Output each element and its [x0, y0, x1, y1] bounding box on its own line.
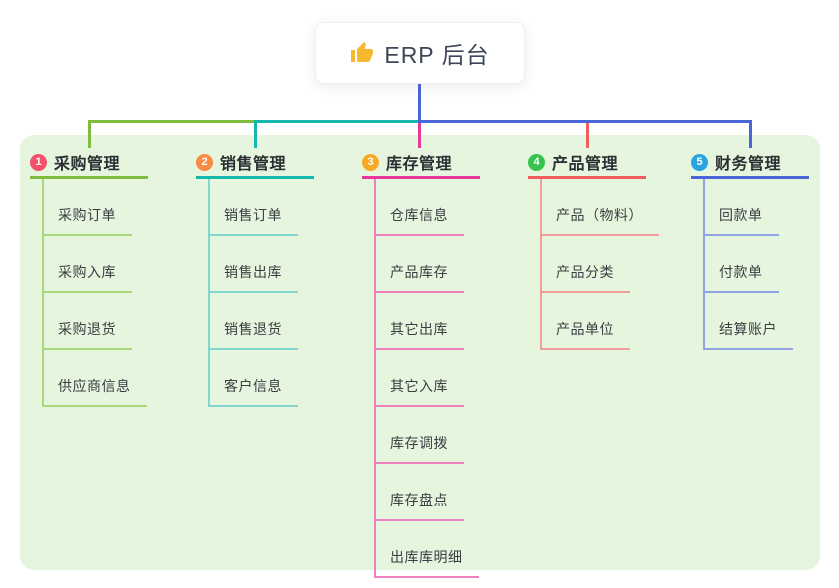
- connector-line: [417, 123, 421, 148]
- connector-line: [585, 120, 589, 148]
- branch-number-badge: 4: [528, 153, 545, 171]
- branch-3: 3 库存管理 仓库信息 产品库存 其它出库 其它入库 库存调拨 库存盘点 出库库…: [362, 148, 480, 578]
- child-label: 其它入库: [390, 378, 448, 394]
- branch-header[interactable]: 2 销售管理: [196, 148, 314, 179]
- child-label: 采购入库: [58, 264, 116, 280]
- connector-line: [253, 120, 421, 123]
- branch-children: 销售订单 销售出库 销售退货 客户信息: [208, 179, 314, 407]
- child-label: 客户信息: [224, 378, 282, 394]
- child-node[interactable]: 付款单: [705, 236, 779, 293]
- connector-line: [748, 120, 752, 148]
- child-label: 仓库信息: [390, 207, 448, 223]
- branch-children: 回款单 付款单 结算账户: [703, 179, 809, 350]
- branch-number-badge: 2: [196, 153, 213, 171]
- child-node[interactable]: 产品（物料）: [542, 179, 659, 236]
- connector-line: [253, 120, 257, 148]
- child-node[interactable]: 仓库信息: [376, 179, 464, 236]
- branch-children: 产品（物料） 产品分类 产品单位: [540, 179, 659, 350]
- child-node[interactable]: 销售订单: [210, 179, 298, 236]
- branch-5: 5 财务管理 回款单 付款单 结算账户: [691, 148, 809, 350]
- child-label: 回款单: [719, 207, 763, 223]
- branch-4: 4 产品管理 产品（物料） 产品分类 产品单位: [528, 148, 659, 350]
- child-node[interactable]: 库存调拨: [376, 407, 464, 464]
- child-node[interactable]: 出库库明细: [376, 521, 479, 578]
- child-label: 产品分类: [556, 264, 614, 280]
- child-node[interactable]: 其它出库: [376, 293, 464, 350]
- branch-number-badge: 1: [30, 153, 47, 171]
- branch-number-badge: 5: [691, 153, 708, 171]
- child-node[interactable]: 回款单: [705, 179, 779, 236]
- branch-label: 采购管理: [54, 156, 121, 173]
- branch-header[interactable]: 5 财务管理: [691, 148, 809, 179]
- branch-label: 库存管理: [386, 156, 453, 173]
- child-node[interactable]: 采购入库: [44, 236, 132, 293]
- branch-2: 2 销售管理 销售订单 销售出库 销售退货 客户信息: [196, 148, 314, 407]
- child-node[interactable]: 产品库存: [376, 236, 464, 293]
- child-label: 销售退货: [224, 321, 282, 337]
- child-label: 产品（物料）: [556, 207, 643, 223]
- thumbs-up-icon: [350, 41, 374, 65]
- branch-header[interactable]: 3 库存管理: [362, 148, 480, 179]
- branch-number-badge: 3: [362, 153, 379, 171]
- child-label: 结算账户: [719, 321, 777, 337]
- root-node[interactable]: ERP 后台: [315, 22, 525, 84]
- connector-line: [87, 120, 255, 123]
- child-label: 库存调拨: [390, 435, 448, 451]
- child-node[interactable]: 产品分类: [542, 236, 630, 293]
- child-label: 付款单: [719, 264, 763, 280]
- child-label: 其它出库: [390, 321, 448, 337]
- child-label: 供应商信息: [58, 378, 131, 394]
- branch-children: 仓库信息 产品库存 其它出库 其它入库 库存调拨 库存盘点 出库库明细: [374, 179, 480, 578]
- child-label: 产品库存: [390, 264, 448, 280]
- child-node[interactable]: 销售出库: [210, 236, 298, 293]
- child-node[interactable]: 采购退货: [44, 293, 132, 350]
- child-node[interactable]: 其它入库: [376, 350, 464, 407]
- branch-label: 销售管理: [220, 156, 287, 173]
- child-label: 销售出库: [224, 264, 282, 280]
- child-node[interactable]: 产品单位: [542, 293, 630, 350]
- branch-label: 财务管理: [715, 156, 782, 173]
- branch-1: 1 采购管理 采购订单 采购入库 采购退货 供应商信息: [30, 148, 148, 407]
- child-label: 销售订单: [224, 207, 282, 223]
- branch-label: 产品管理: [552, 156, 619, 173]
- branch-children: 采购订单 采购入库 采购退货 供应商信息: [42, 179, 148, 407]
- child-label: 采购退货: [58, 321, 116, 337]
- connector-line: [417, 120, 752, 123]
- connector-line: [87, 120, 91, 148]
- child-node[interactable]: 库存盘点: [376, 464, 464, 521]
- child-label: 出库库明细: [390, 549, 463, 565]
- root-label: ERP 后台: [384, 42, 490, 68]
- child-label: 采购订单: [58, 207, 116, 223]
- branch-header[interactable]: 4 产品管理: [528, 148, 646, 179]
- child-node[interactable]: 销售退货: [210, 293, 298, 350]
- branch-header[interactable]: 1 采购管理: [30, 148, 148, 179]
- connector-line: [417, 82, 421, 123]
- child-node[interactable]: 供应商信息: [44, 350, 147, 407]
- child-label: 产品单位: [556, 321, 614, 337]
- child-node[interactable]: 采购订单: [44, 179, 132, 236]
- child-node[interactable]: 客户信息: [210, 350, 298, 407]
- branches-panel: [20, 135, 820, 570]
- child-node[interactable]: 结算账户: [705, 293, 793, 350]
- child-label: 库存盘点: [390, 492, 448, 508]
